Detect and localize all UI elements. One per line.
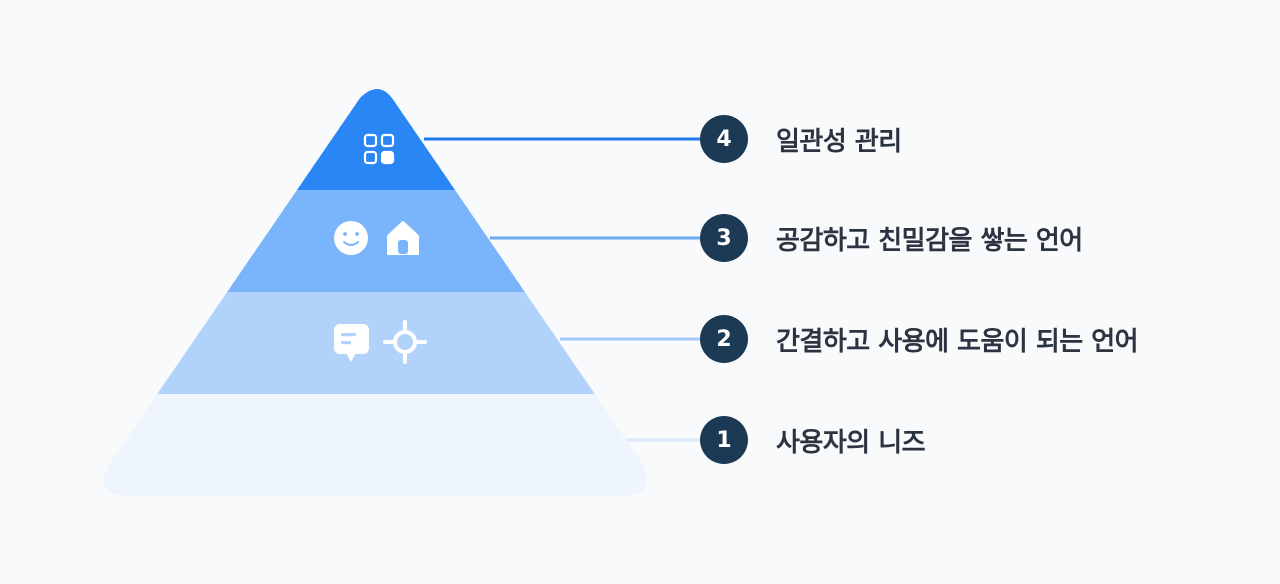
level-row-3: 3 공감하고 친밀감을 쌓는 언어	[700, 213, 1083, 263]
pyramid-band-level-1	[103, 394, 647, 496]
level-badge: 3	[700, 214, 748, 262]
level-label: 일관성 관리	[776, 126, 902, 157]
target-icon	[383, 320, 427, 364]
level-label: 간결하고 사용에 도움이 되는 언어	[776, 326, 1139, 357]
level-label: 공감하고 친밀감을 쌓는 언어	[776, 225, 1083, 256]
pyramid-band-level-3	[103, 190, 647, 292]
home-icon	[387, 221, 419, 255]
message-icon	[334, 324, 369, 362]
level-badge: 1	[700, 416, 748, 464]
grid-icon	[363, 133, 395, 165]
level-badge: 2	[700, 315, 748, 363]
level-label: 사용자의 니즈	[776, 427, 926, 458]
level-row-2: 2 간결하고 사용에 도움이 되는 언어	[700, 314, 1139, 364]
pyramid-band-level-4	[103, 89, 647, 190]
level-row-4: 4 일관성 관리	[700, 114, 902, 164]
level-row-1: 1 사용자의 니즈	[700, 415, 926, 465]
pyramid-band-level-2	[103, 292, 647, 394]
smile-icon	[334, 221, 368, 255]
level-badge: 4	[700, 115, 748, 163]
